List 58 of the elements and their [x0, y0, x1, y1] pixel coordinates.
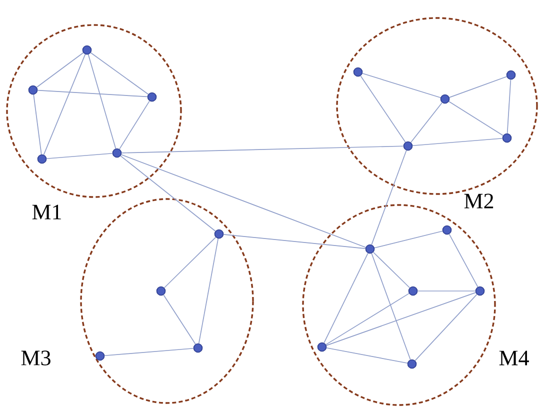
node-dot — [407, 359, 417, 369]
node-dot — [502, 133, 512, 143]
edge-line — [360, 75, 406, 143]
node-dot — [475, 286, 485, 296]
edge-line — [412, 138, 503, 146]
edge-line — [326, 293, 410, 345]
edge-line — [223, 234, 366, 249]
node-dot — [37, 154, 47, 164]
edge-line — [33, 94, 42, 155]
node-dot — [317, 342, 327, 352]
edge-line — [164, 236, 216, 288]
edge-line — [121, 146, 404, 154]
node-dot — [506, 70, 516, 80]
cluster-label: M2 — [464, 194, 494, 208]
edge-line — [374, 230, 443, 248]
node-dot — [156, 286, 166, 296]
edge-line — [448, 101, 504, 136]
node-dot — [440, 94, 450, 104]
node-dot — [353, 67, 363, 77]
node-dot — [408, 286, 418, 296]
node-dot — [95, 351, 105, 361]
node-dot — [214, 229, 224, 239]
edge-line — [120, 154, 366, 248]
node-dot — [442, 225, 452, 235]
edge-line — [506, 79, 512, 134]
edge-line — [90, 52, 149, 95]
edge-line — [46, 152, 113, 160]
edge-line — [119, 100, 150, 150]
node-dot — [403, 141, 413, 151]
edge-line — [104, 348, 194, 356]
edge-line — [324, 252, 368, 344]
cluster-label: M3 — [21, 350, 50, 366]
edge-line — [414, 294, 478, 362]
edge-line — [120, 155, 216, 232]
node-dot — [112, 148, 122, 158]
edge-line — [163, 294, 196, 345]
node-dot — [365, 244, 375, 254]
edge-line — [371, 252, 411, 360]
cluster-label: M4 — [499, 350, 529, 366]
edge-line — [43, 54, 86, 156]
node-dot — [82, 45, 92, 55]
edge-line — [37, 90, 148, 98]
edge-line — [372, 252, 410, 288]
edge-line — [326, 347, 408, 364]
edge-line — [417, 290, 476, 292]
edge-line — [326, 292, 476, 346]
edge-line — [410, 102, 443, 143]
edge-line — [198, 238, 219, 344]
edge-line — [88, 54, 116, 149]
node-dot — [147, 92, 157, 102]
edge-line — [448, 76, 508, 98]
cluster-label: M1 — [32, 204, 61, 220]
edge-line — [371, 150, 407, 246]
edge-line — [36, 52, 84, 88]
node-dot — [28, 85, 38, 95]
edge-line — [362, 72, 441, 98]
edge-line — [448, 234, 478, 288]
node-dot — [193, 343, 203, 353]
